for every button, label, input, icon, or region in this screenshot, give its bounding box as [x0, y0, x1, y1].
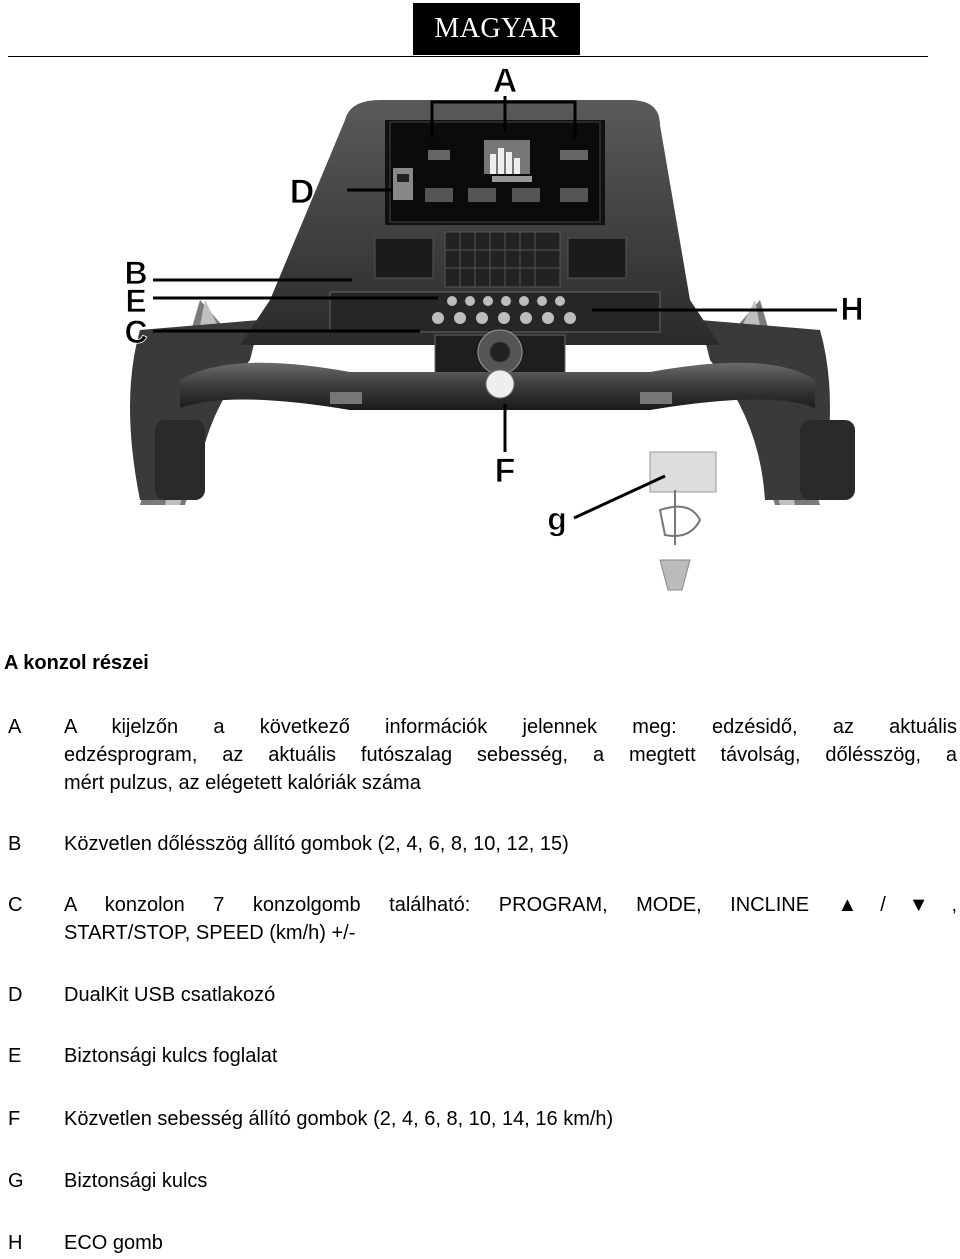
- callout-d: D: [290, 173, 315, 211]
- callout-a: A: [493, 62, 518, 100]
- legend-letter: C: [8, 894, 23, 916]
- legend-letter: G: [8, 1170, 24, 1192]
- legend-text-line: START/STOP, SPEED (km/h) +/-: [64, 922, 356, 944]
- legend-letter: A: [8, 716, 22, 738]
- callout-lines: [153, 96, 837, 520]
- header-rule: [8, 56, 928, 57]
- legend-letter: H: [8, 1232, 23, 1254]
- console-illustration: A D B E C H F g: [124, 62, 864, 591]
- legend-text: DualKit USB csatlakozó: [64, 984, 276, 1006]
- legend-text: ECO gomb: [64, 1232, 163, 1254]
- legend-text-line: A kijelzőn a következő információk jelen…: [64, 716, 957, 738]
- callout-e: E: [125, 283, 146, 319]
- legend-text: Biztonsági kulcs foglalat: [64, 1045, 278, 1067]
- callout-b: B: [124, 255, 147, 291]
- legend-letter: F: [8, 1108, 21, 1130]
- console-housing: [240, 100, 720, 381]
- legend-text-line: edzésprogram, az aktuális futószalag seb…: [64, 744, 957, 766]
- callout-c: C: [124, 314, 147, 350]
- legend-text: A kijelzőn a következő információk jelen…: [64, 713, 957, 797]
- callout-f: F: [495, 452, 516, 490]
- legend-letter: D: [8, 984, 23, 1006]
- legend-text-line: A konzolon 7 konzolgomb található: PROGR…: [64, 894, 957, 916]
- legend-letter: B: [8, 833, 22, 855]
- legend-letter: E: [8, 1045, 22, 1067]
- callout-g: g: [547, 501, 567, 537]
- language-badge: MAGYAR: [413, 3, 580, 55]
- safety-key-illustration: [649, 451, 717, 591]
- legend-text: Biztonsági kulcs: [64, 1170, 208, 1192]
- section-title: A konzol részei: [4, 652, 149, 674]
- legend-text: A konzolon 7 konzolgomb található: PROGR…: [64, 891, 957, 947]
- legend-text: Közvetlen sebesség állító gombok (2, 4, …: [64, 1108, 614, 1130]
- legend-text-line: mért pulzus, az elégetett kalóriák száma: [64, 772, 421, 794]
- handlebar: [155, 362, 855, 500]
- callout-h: H: [840, 291, 863, 327]
- legend-text: Közvetlen dőlésszög állító gombok (2, 4,…: [64, 833, 569, 855]
